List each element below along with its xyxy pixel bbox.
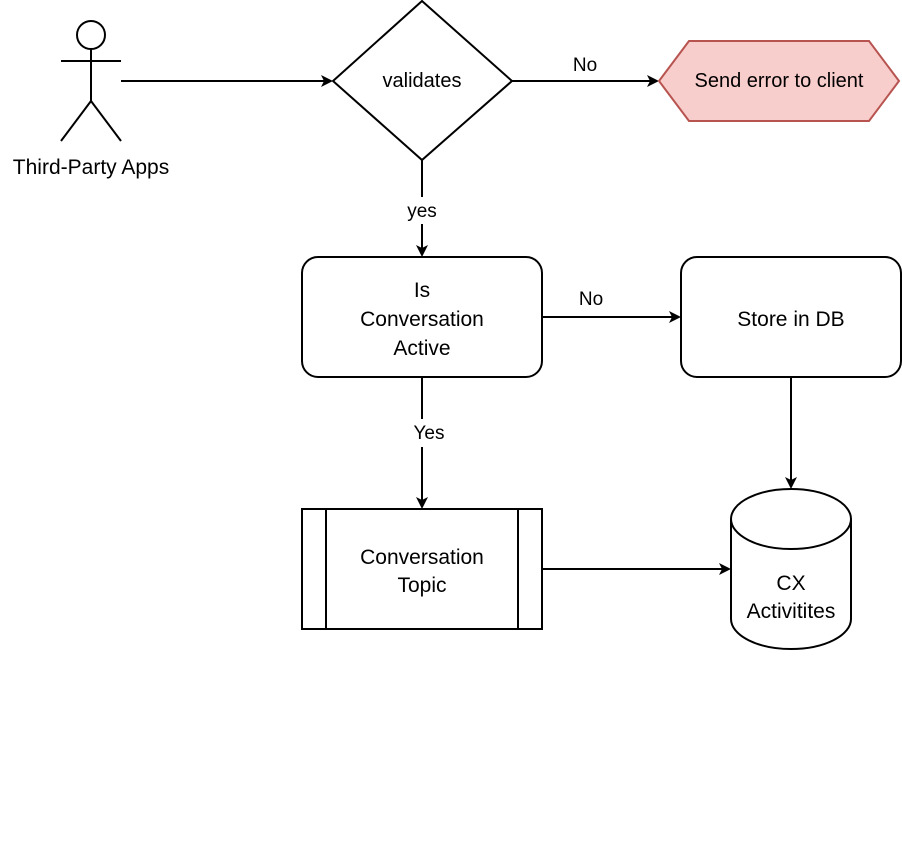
db-line-2: Activitites [747,600,836,623]
topic-box [301,508,543,630]
db-node[interactable]: CX Activitites [730,488,852,650]
topic-line-2: Topic [397,574,446,597]
decision-validates[interactable]: validates [331,0,514,162]
active-check-line-3: Active [393,337,450,360]
topic-line-1: Conversation [360,546,484,569]
db-cylinder-body [730,519,852,650]
active-check-node[interactable]: Is Conversation Active [301,256,543,378]
error-hexagon [657,40,901,122]
topic-node[interactable]: Conversation Topic [301,508,543,630]
actor-head [76,20,106,50]
edge-label-active-yes: Yes [414,423,445,444]
edge-label-validates-no: No [573,55,597,76]
edge-label-active-no: No [579,289,603,310]
active-check-line-1: Is [414,279,430,302]
decision-label: validates [383,70,462,92]
db-line-1: CX [776,572,805,595]
error-label: Send error to client [695,70,864,92]
error-node[interactable]: Send error to client [657,40,901,122]
store-node[interactable]: Store in DB [680,256,902,378]
actor-right-leg [90,100,122,142]
active-check-line-2: Conversation [360,308,484,331]
actor-label: Third-Party Apps [13,156,169,179]
actor-left-leg [60,100,92,142]
actor-third-party-apps[interactable]: Third-Party Apps [13,20,169,179]
store-label: Store in DB [737,308,844,331]
db-cylinder-top [730,488,852,550]
edge-label-validates-yes: yes [407,201,437,222]
